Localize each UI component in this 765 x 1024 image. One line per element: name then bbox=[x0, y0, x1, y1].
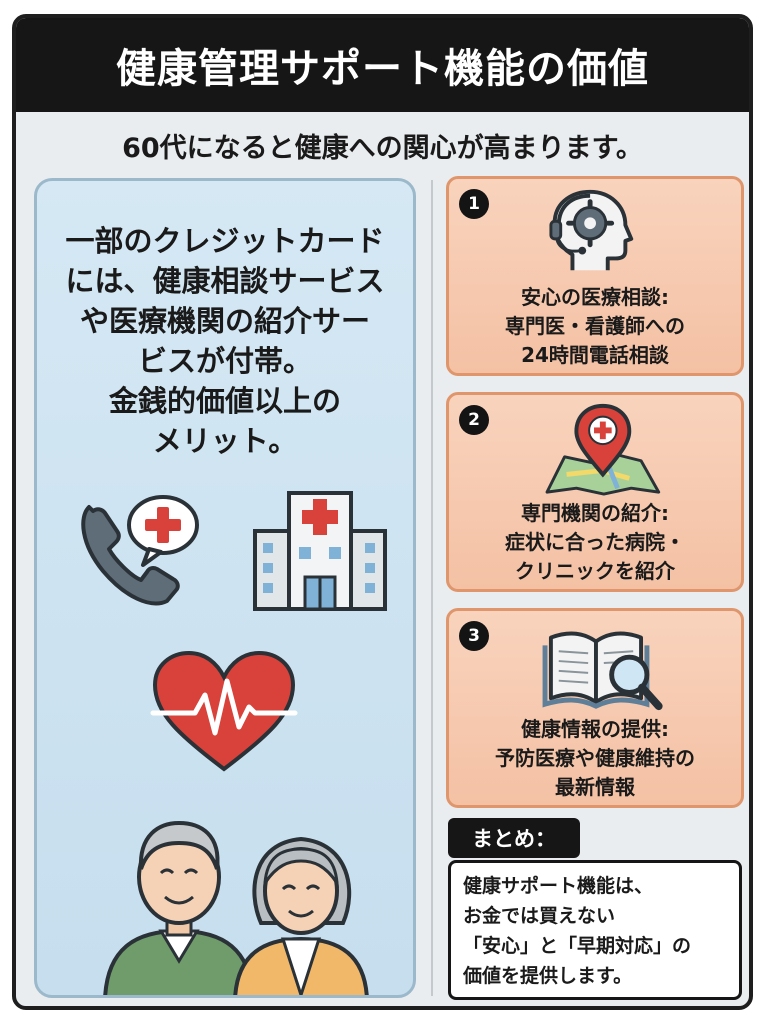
card-heading: 安心の医療相談: bbox=[521, 285, 669, 309]
phone-medical-icon bbox=[81, 495, 199, 606]
summary-line: お金では買えない bbox=[463, 905, 616, 927]
card-line: 24時間電話相談 bbox=[521, 343, 669, 367]
head-gear-headset-icon bbox=[549, 189, 634, 271]
heartbeat-heart-icon bbox=[150, 650, 298, 772]
column-divider bbox=[431, 180, 433, 996]
card-text: 専門機関の紹介: 症状に合った病院・ クリニックを紹介 bbox=[453, 499, 737, 586]
card-heading: 健康情報の提供: bbox=[521, 717, 669, 741]
card-number-badge: 3 bbox=[459, 621, 489, 651]
card-line: 予防医療や健康維持の bbox=[495, 746, 695, 770]
page-title: 健康管理サポート機能の価値 bbox=[16, 18, 749, 112]
card-heading: 専門機関の紹介: bbox=[521, 501, 669, 525]
summary-line: 価値を提供します。 bbox=[463, 965, 633, 987]
summary-line: 「安心」と「早期対応」の bbox=[463, 935, 692, 957]
left-panel-text: 一部のクレジットカード には、健康相談サービス や医療機関の紹介サー ビスが付帯… bbox=[65, 224, 385, 458]
card-line: クリニックを紹介 bbox=[515, 559, 675, 583]
feature-card-health-information: 3 健康情報の提供: 予防医療や健康維持の 最新情報 bbox=[446, 608, 744, 808]
card-number-badge: 1 bbox=[459, 189, 489, 219]
summary-box: 健康サポート機能は、 お金では買えない 「安心」と「早期対応」の 価値を提供しま… bbox=[448, 860, 742, 1000]
summary-label: まとめ： bbox=[448, 818, 580, 858]
card-line: 症状に合った病院・ bbox=[505, 530, 685, 554]
map-pin-medical-icon bbox=[545, 403, 661, 496]
card-line: 最新情報 bbox=[555, 775, 635, 799]
feature-card-medical-consultation: 1 安心の医療相談: 専門医・看護師への 24時間電話相談 bbox=[446, 176, 744, 376]
hospital-icon bbox=[253, 491, 387, 611]
infographic-frame: 健康管理サポート機能の価値 60代になると健康への関心が高まります。 一部のクレ… bbox=[12, 14, 753, 1010]
subtitle: 60代になると健康への関心が高まります。 bbox=[122, 132, 643, 164]
card-line: 専門医・看護師への bbox=[505, 314, 685, 338]
card-text: 安心の医療相談: 専門医・看護師への 24時間電話相談 bbox=[453, 283, 737, 370]
feature-card-facility-referral: 2 専門機関の紹介: 症状に合った病院・ クリニックを紹介 bbox=[446, 392, 744, 592]
card-text: 健康情報の提供: 予防医療や健康維持の 最新情報 bbox=[453, 715, 737, 802]
summary-line: 健康サポート機能は、 bbox=[463, 875, 654, 897]
book-magnifier-icon bbox=[542, 631, 663, 711]
senior-couple-illustration bbox=[103, 820, 369, 995]
card-number-badge: 2 bbox=[459, 405, 489, 435]
left-panel: 一部のクレジットカード には、健康相談サービス や医療機関の紹介サー ビスが付帯… bbox=[34, 178, 416, 998]
